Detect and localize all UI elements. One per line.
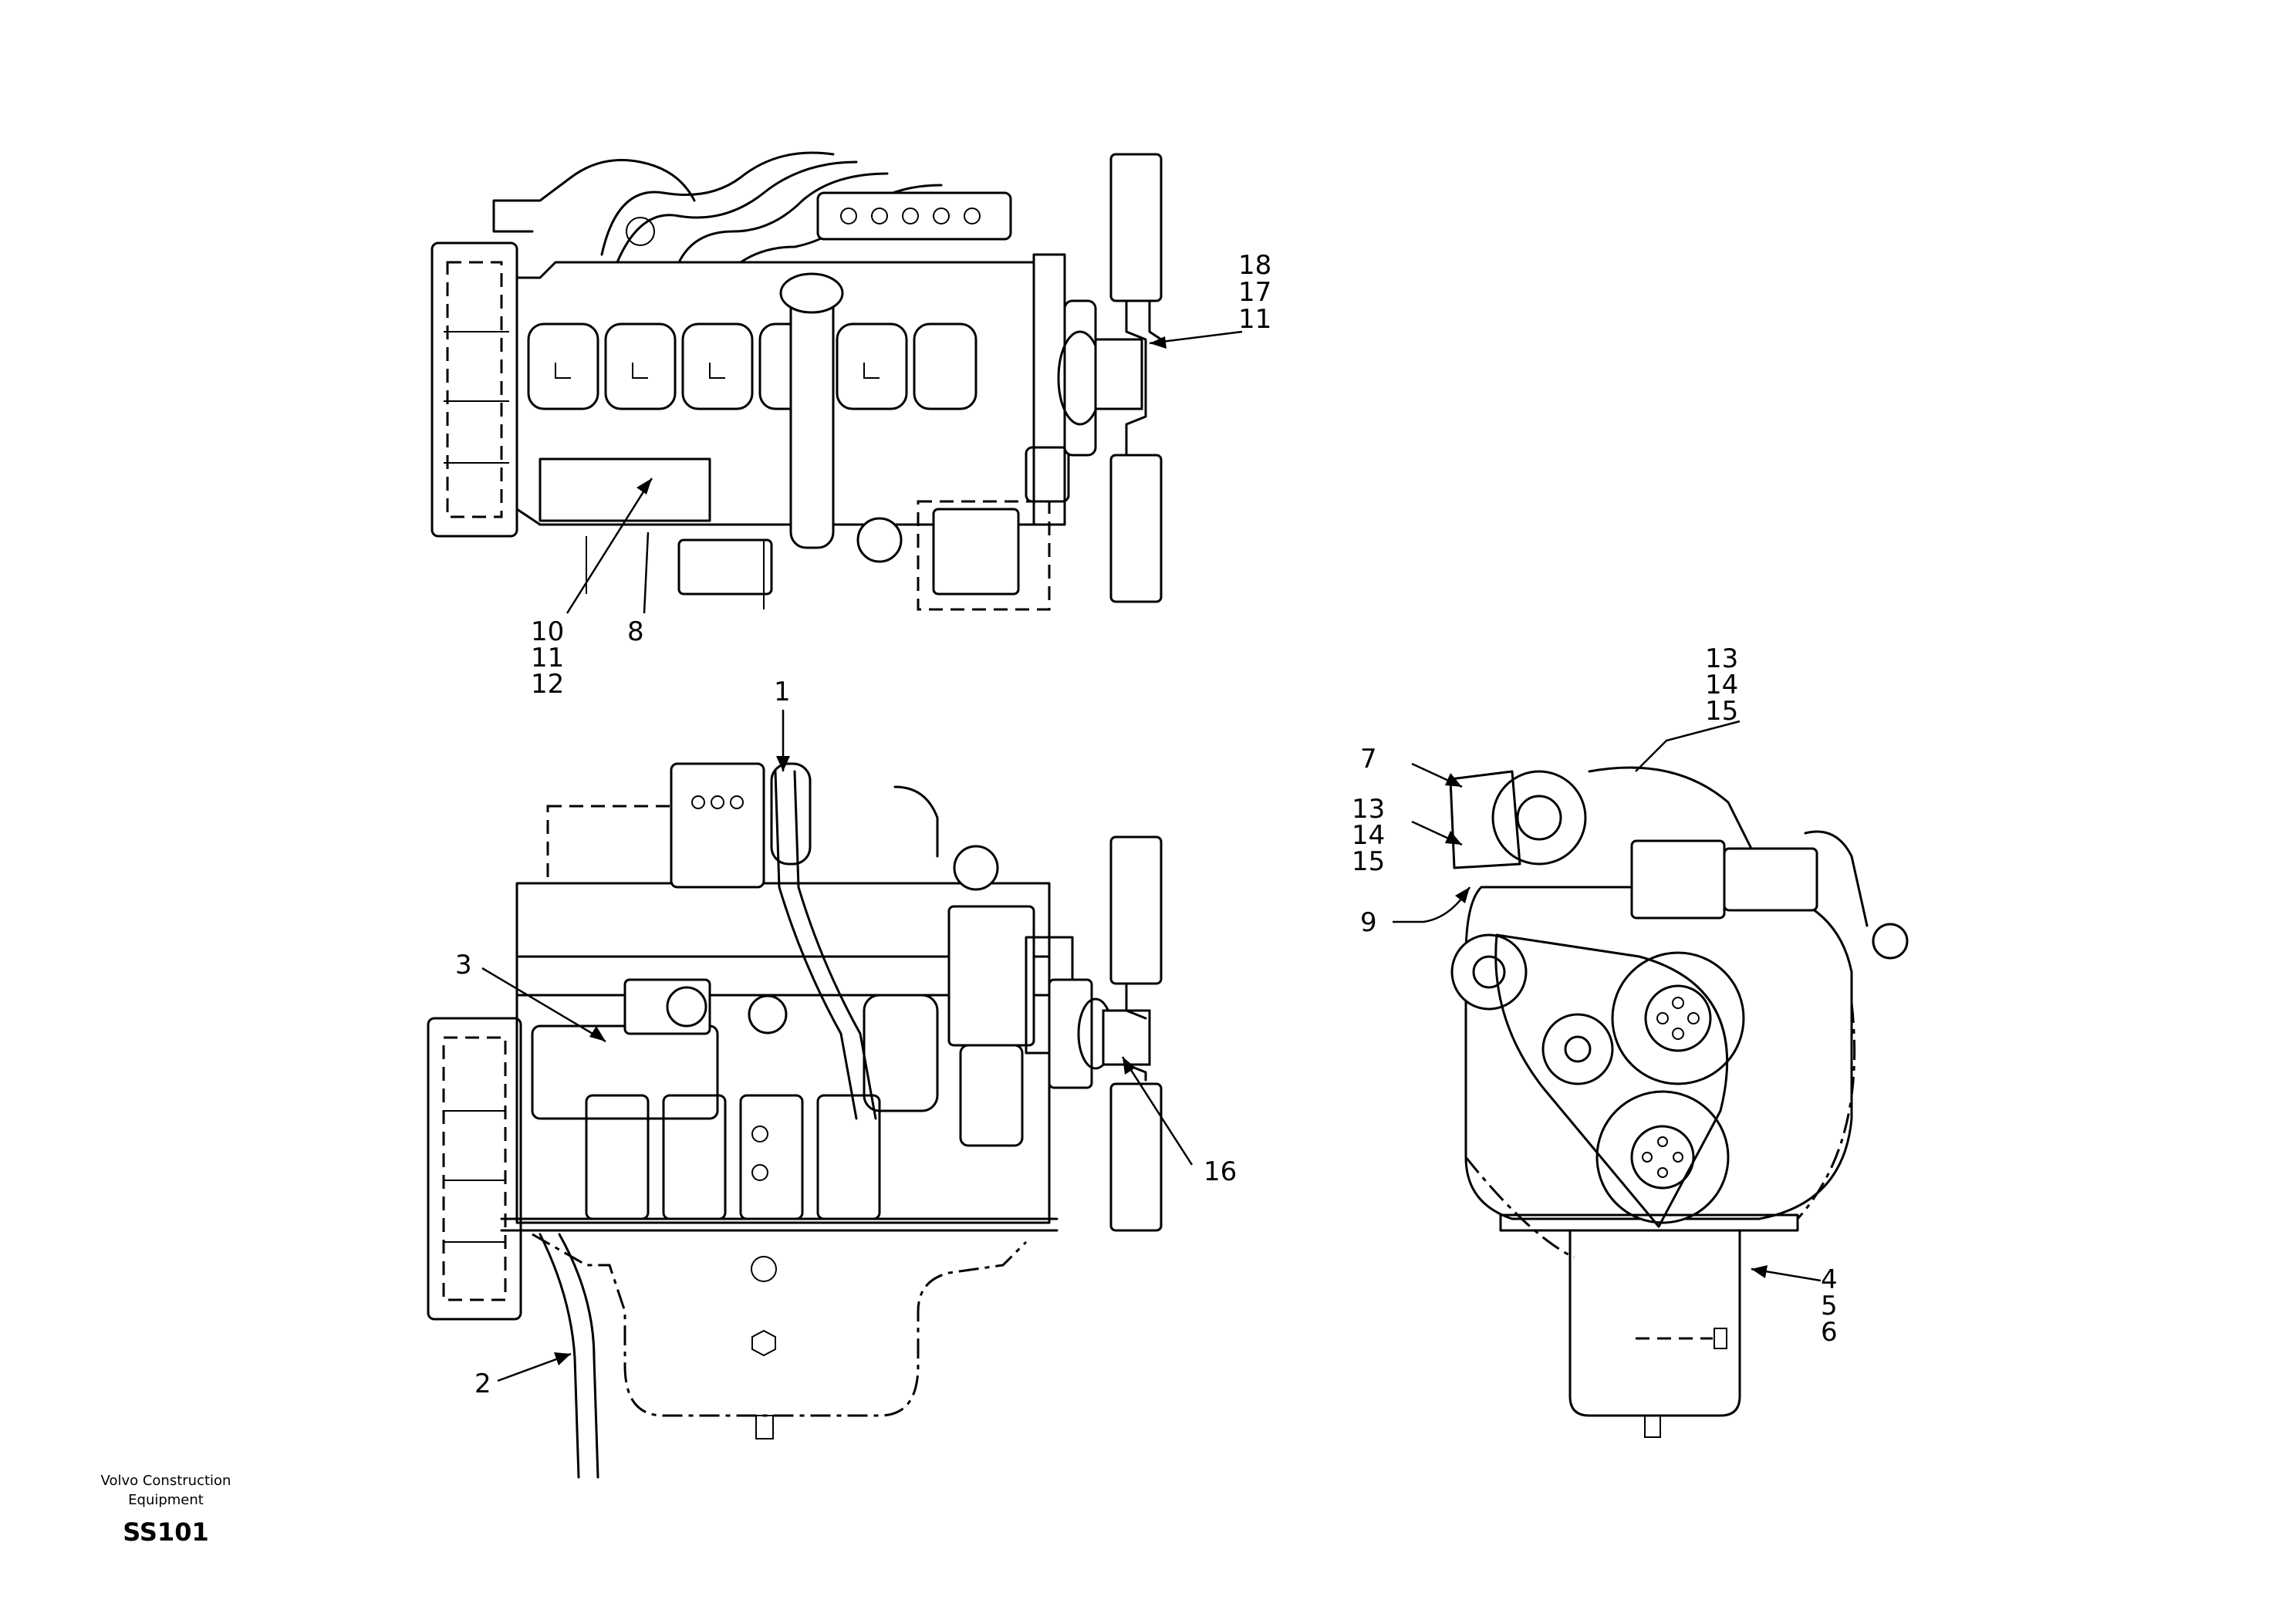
callout-4: 4 — [1821, 1264, 1838, 1295]
callout-9: 9 — [1360, 907, 1377, 938]
callout-6: 6 — [1821, 1317, 1838, 1348]
company-name-line1: Volvo Construction — [101, 1473, 231, 1489]
callout-11-fan: 11 — [1238, 304, 1271, 335]
callout-5: 5 — [1821, 1291, 1838, 1321]
engine-side-view — [427, 762, 1163, 1479]
callout-1: 1 — [774, 677, 791, 707]
engine-front-view — [1449, 766, 1909, 1438]
leader-lines — [481, 330, 1822, 1382]
callout-14-side: 14 — [1352, 820, 1385, 851]
callout-17: 17 — [1238, 277, 1271, 308]
callout-13-top: 13 — [1705, 643, 1738, 674]
callout-14-top: 14 — [1705, 670, 1738, 700]
callout-18: 18 — [1238, 250, 1271, 281]
callout-15-side: 15 — [1352, 846, 1385, 877]
callout-12: 12 — [531, 669, 564, 700]
footer: Volvo Construction Equipment SS101 — [101, 1473, 231, 1547]
callout-3: 3 — [455, 950, 472, 980]
drawing-code: SS101 — [123, 1517, 208, 1547]
callout-2: 2 — [474, 1369, 491, 1399]
callout-labels: 18 17 11 10 11 12 8 1 3 16 2 13 14 15 7 … — [455, 250, 1838, 1399]
callout-15-top: 15 — [1705, 696, 1738, 727]
callout-11: 11 — [531, 643, 564, 673]
callout-8: 8 — [627, 616, 644, 647]
company-name-line2: Equipment — [128, 1492, 204, 1508]
callout-16: 16 — [1204, 1156, 1237, 1187]
callout-10: 10 — [531, 616, 564, 647]
engine-top-view — [430, 151, 1163, 611]
callout-7: 7 — [1360, 744, 1377, 775]
callout-13-side: 13 — [1352, 794, 1385, 825]
